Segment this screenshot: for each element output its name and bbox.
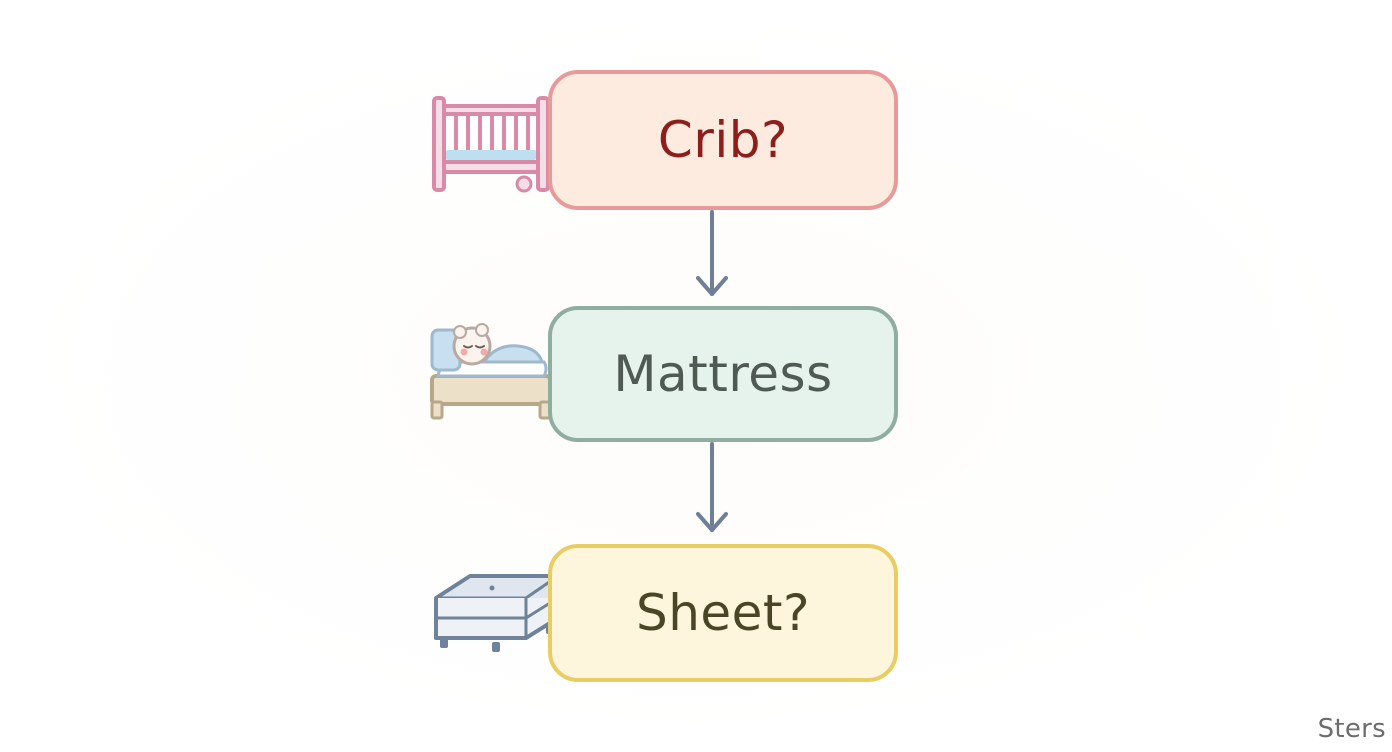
node-sheet: Sheet? <box>548 544 898 682</box>
mattress-icon <box>434 574 560 652</box>
watermark-logo: Sters <box>1317 714 1386 744</box>
node-sheet-label: Sheet? <box>635 584 811 642</box>
node-crib-label: Crib? <box>657 111 789 169</box>
crib-icon <box>432 96 550 193</box>
baby-in-bed-icon <box>430 323 552 420</box>
arrow-mattress-to-sheet <box>696 442 728 532</box>
node-mattress: Mattress <box>548 306 898 442</box>
node-crib: Crib? <box>548 70 898 210</box>
node-mattress-label: Mattress <box>613 345 833 403</box>
arrow-crib-to-mattress <box>696 210 728 296</box>
